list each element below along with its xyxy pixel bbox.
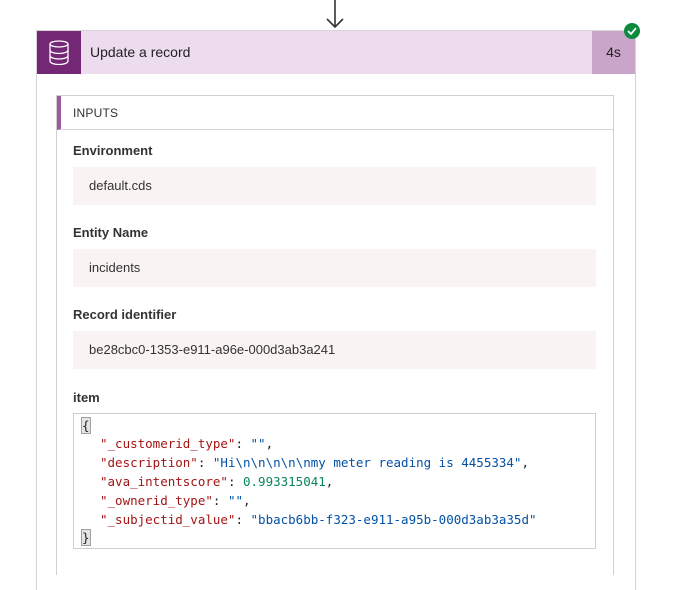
inputs-panel: INPUTS xyxy=(56,95,614,575)
environment-value: default.cds xyxy=(73,167,596,205)
json-entry: "_customerid_type": "", xyxy=(100,436,274,451)
inputs-section-header: INPUTS xyxy=(57,96,613,130)
json-close-brace: } xyxy=(81,529,91,546)
item-label: item xyxy=(73,390,100,405)
flow-arrow-down-icon xyxy=(326,0,344,29)
json-entry: "ava_intentscore": 0.993315041, xyxy=(100,474,334,489)
environment-label: Environment xyxy=(73,143,153,158)
success-check-icon xyxy=(624,23,640,39)
json-entry: "_subjectid_value": "bbacb6bb-f323-e911-… xyxy=(100,512,537,527)
database-icon xyxy=(49,40,69,65)
json-entry: "description": "Hi\n\n\n\n\nmy meter rea… xyxy=(100,455,529,470)
action-title: Update a record xyxy=(90,44,191,60)
json-open-brace: { xyxy=(81,417,91,434)
duration-badge: 4s xyxy=(592,31,635,74)
json-entry: "_ownerid_type": "", xyxy=(100,493,251,508)
inputs-section-label: INPUTS xyxy=(73,106,119,120)
entity-name-label: Entity Name xyxy=(73,225,149,240)
entity-name-value: incidents xyxy=(73,249,596,287)
record-identifier-label: Record identifier xyxy=(73,307,177,322)
action-header[interactable]: Update a record 4s xyxy=(37,31,635,74)
connector-icon-box xyxy=(37,31,81,74)
item-json-viewer[interactable]: { "_customerid_type": "", "description":… xyxy=(73,413,596,549)
record-identifier-value: be28cbc0-1353-e911-a96e-000d3ab3a241 xyxy=(73,331,596,369)
